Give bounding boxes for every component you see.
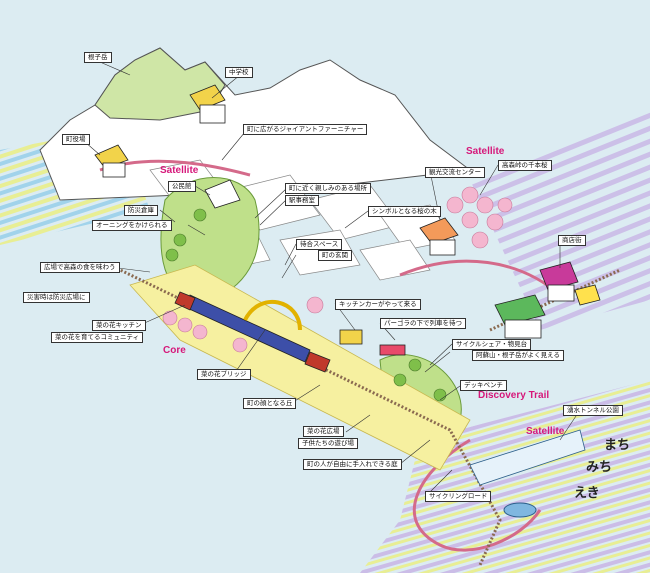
road-bottom [412, 438, 542, 552]
label-takamori-sakura: 高森峠の千本桜 [498, 160, 552, 171]
yusui-tunnel-structure [469, 429, 586, 486]
train [174, 291, 331, 373]
label-children-play: 子供たちの遊び場 [298, 438, 358, 449]
nanohana-bridge [243, 300, 302, 331]
green-trees [165, 208, 447, 402]
label-shoutengai: 商店街 [558, 235, 586, 246]
label-cycle-share: サイクルシェア・物見台 [452, 339, 532, 350]
title-satellite-bottom: Satellite [526, 426, 565, 437]
label-nanohana-kitchen: 菜の花キッチン [92, 320, 146, 331]
label-town-face-hill: 町の顔となる丘 [243, 398, 297, 409]
label-giant-furniture: 町に広がるジャイアントファーニチャー [243, 124, 368, 135]
label-aso-view: 阿蘇山・根子岳がよく見える [472, 350, 564, 361]
label-nezugatake: 根子岳 [84, 52, 112, 63]
road-right [399, 259, 561, 297]
label-awning: オーニングをかけられる [92, 220, 172, 231]
label-nanohana-community: 菜の花を育てるコミュニティ [51, 332, 144, 343]
word-michi: みち [586, 460, 613, 475]
label-cycling-road: サイクリングロード [425, 491, 492, 502]
title-discovery-trail: Discovery Trail [478, 390, 550, 401]
sakura-trees [162, 186, 513, 353]
title-satellite-top: Satellite [160, 165, 199, 176]
label-plaza-disaster: 災害時は防災広場に [23, 292, 90, 303]
title-satellite-right: Satellite [466, 146, 505, 157]
label-diy-garden: 町の人が自由に手入れできる庭 [303, 459, 402, 470]
label-kitchen-car: キッチンカーがやって来る [335, 299, 421, 310]
houses [94, 84, 601, 356]
label-yusui-tunnel: 湧水トンネル公園 [563, 405, 623, 416]
label-kominkan: 公民館 [168, 181, 196, 192]
label-station-office: 駅事務室 [285, 195, 319, 206]
word-machi: まち [604, 438, 631, 453]
label-nanohana-bridge: 菜の花ブリッジ [197, 369, 251, 380]
label-familiar-place: 町に近く親しみのある場所 [285, 183, 371, 194]
label-nanohana-plaza: 菜の花広場 [303, 426, 344, 437]
word-eki: えき [574, 486, 600, 501]
label-symbol-tree: シンボルとなる桜の木 [368, 206, 441, 217]
label-waiting-space: 待合スペース [296, 239, 343, 250]
label-tourist-center: 観光交流センター [425, 167, 485, 178]
label-deck-bench: デッキベンチ [460, 380, 507, 391]
leader-lines [84, 61, 581, 498]
label-junior-high: 中学校 [225, 67, 253, 78]
label-town-hall: 町役場 [62, 134, 90, 145]
label-bousai: 防災倉庫 [124, 205, 158, 216]
label-plaza-food: 広場で高森の食を味わう [40, 262, 120, 273]
label-pergola: パーゴラの下で列車を待つ [380, 318, 466, 329]
label-town-entrance: 町の玄関 [318, 250, 352, 261]
yusui-tunnel-pond [503, 502, 537, 518]
nezugatake-mountain [94, 47, 226, 121]
title-core: Core [163, 345, 186, 356]
